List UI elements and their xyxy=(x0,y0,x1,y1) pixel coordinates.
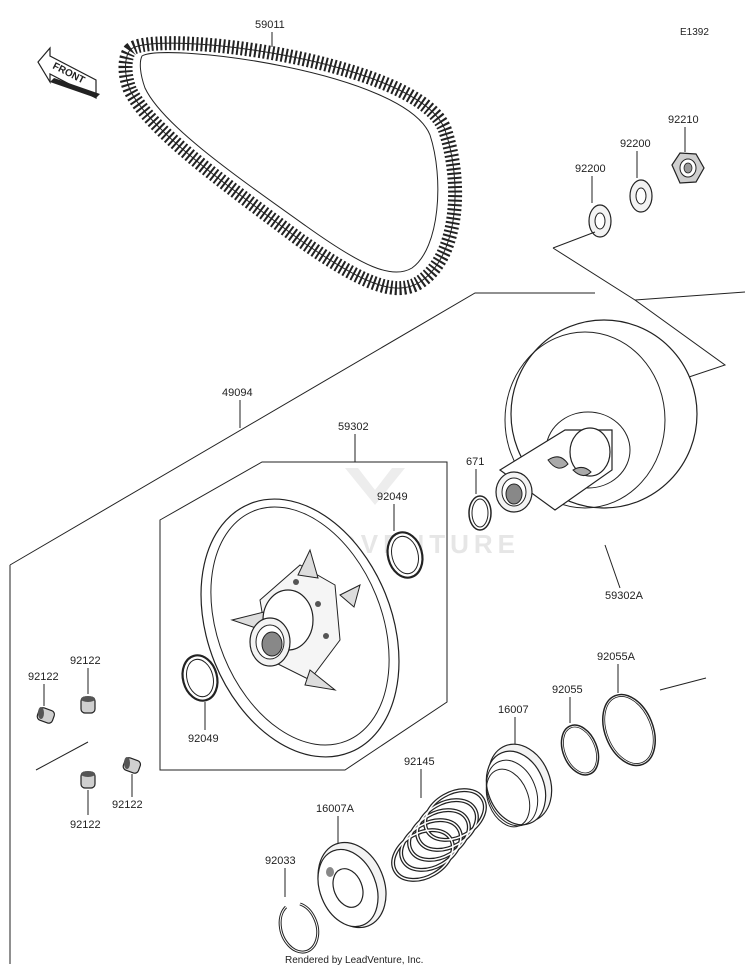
label-59011: 59011 xyxy=(255,19,285,31)
label-59302: 59302 xyxy=(338,421,369,433)
label-92122-d: 92122 xyxy=(112,799,143,811)
label-16007a: 16007A xyxy=(316,803,355,815)
label-92200-outer: 92200 xyxy=(620,138,651,150)
label-92122-a: 92122 xyxy=(28,671,59,683)
washer-92200-inner[interactable] xyxy=(588,204,612,238)
cam-16007[interactable] xyxy=(476,735,563,834)
seal-92049-upper[interactable] xyxy=(383,528,428,581)
seal-92049-lower[interactable] xyxy=(178,651,223,704)
cam-16007a[interactable] xyxy=(306,832,398,938)
oring-92055[interactable] xyxy=(554,720,605,781)
pin-92122-d[interactable] xyxy=(122,757,142,775)
label-49094: 49094 xyxy=(222,387,253,399)
circlip-92033[interactable] xyxy=(278,902,320,954)
diagram-code: E1392 xyxy=(680,27,709,38)
label-92122-c: 92122 xyxy=(70,819,101,831)
footer-credit: Rendered by LeadVenture, Inc. xyxy=(285,955,423,966)
label-92055a: 92055A xyxy=(597,651,636,663)
label-16007: 16007 xyxy=(498,704,529,716)
sheave-group-box xyxy=(159,461,448,771)
pin-92122-c[interactable] xyxy=(80,771,96,789)
leader-59302a xyxy=(604,544,621,589)
label-59302a: 59302A xyxy=(605,590,644,602)
label-92122-b: 92122 xyxy=(70,655,101,667)
label-92210: 92210 xyxy=(668,114,699,126)
spring-92145[interactable] xyxy=(384,780,493,890)
label-92049-upper: 92049 xyxy=(377,491,408,503)
fixed-sheave-59302a[interactable] xyxy=(495,319,698,513)
washer-92200-outer[interactable] xyxy=(629,179,653,213)
pin-92122-b[interactable] xyxy=(80,696,96,714)
pin-92122-a[interactable] xyxy=(36,707,56,725)
label-92049-lower: 92049 xyxy=(188,733,219,745)
label-92033: 92033 xyxy=(265,855,296,867)
front-arrow-icon: FRONT xyxy=(37,46,100,99)
ring-671[interactable] xyxy=(468,495,492,531)
label-92145: 92145 xyxy=(404,756,435,768)
movable-sheave-59302[interactable] xyxy=(165,469,436,786)
label-671: 671 xyxy=(466,456,484,468)
label-92200-inner: 92200 xyxy=(575,163,606,175)
assembly-frame xyxy=(9,231,746,964)
oring-92055a[interactable] xyxy=(593,687,665,774)
label-92055: 92055 xyxy=(552,684,583,696)
nut-92210[interactable] xyxy=(671,152,705,184)
drive-belt[interactable] xyxy=(118,36,463,296)
